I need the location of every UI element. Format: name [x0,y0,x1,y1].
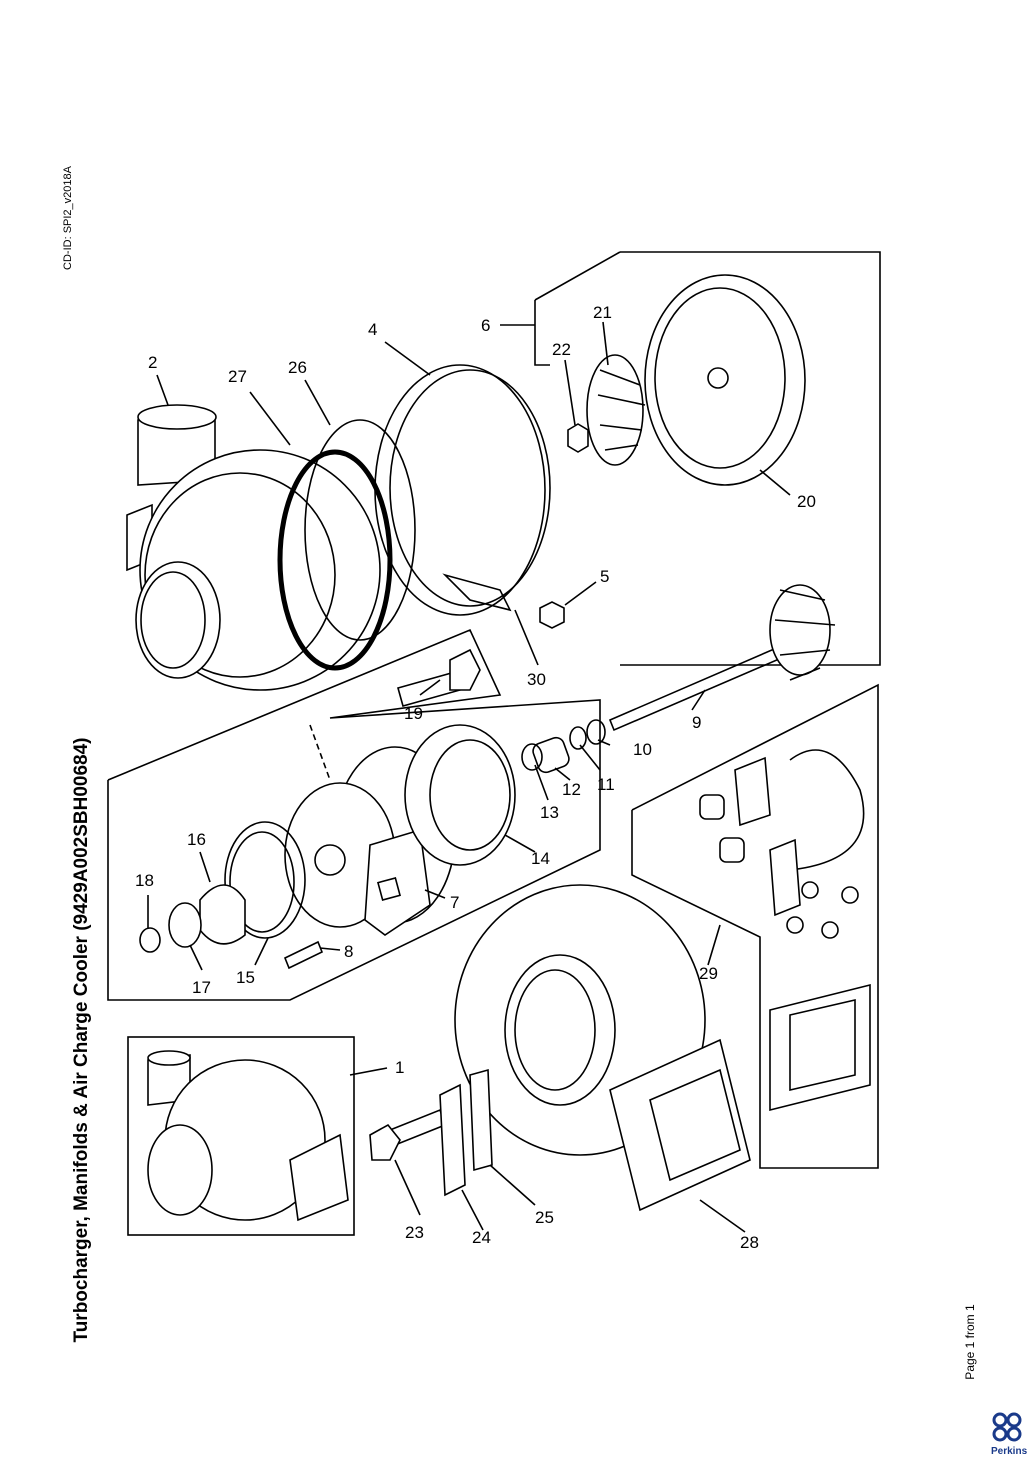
callout-29: 29 [699,964,718,983]
turbine-group-outline [620,251,881,666]
callout-4: 4 [368,320,377,339]
leader-lines [147,251,791,1233]
callout-12: 12 [562,780,581,799]
callout-23: 23 [405,1223,424,1242]
complete-turbocharger-box [127,1036,355,1236]
callout-16: 16 [187,830,206,849]
perkins-logo-icon [992,1412,1022,1442]
seal-15 [224,821,306,939]
circlip-11 [569,726,587,750]
callout-17: 17 [192,978,211,997]
callout-15: 15 [236,968,255,987]
callout-25: 25 [535,1208,554,1227]
callout-14: 14 [531,849,550,868]
callout-22: 22 [552,340,571,359]
lock-plate-24 [439,1083,466,1197]
callout-2: 2 [148,353,157,372]
callout-24: 24 [472,1228,491,1247]
thrust-collar-17 [168,902,202,948]
callout-28: 28 [740,1233,759,1252]
callout-labels: 1 2 4 5 6 7 8 9 10 11 12 13 14 15 16 17 … [135,303,816,1252]
turbine-shaft [608,584,836,732]
nut-5 [539,601,565,629]
nut-22 [567,423,589,453]
callout-10: 10 [633,740,652,759]
ring-14 [404,724,516,866]
callout-27: 27 [228,367,247,386]
gasket-group-outline [631,683,879,1169]
callout-13: 13 [540,803,559,822]
perkins-logo-text: Perkins [991,1446,1028,1457]
callout-21: 21 [593,303,612,322]
callout-8: 8 [344,942,353,961]
callout-26: 26 [288,358,307,377]
callout-7: 7 [450,893,459,912]
pin-8 [283,940,324,970]
callout-19: 19 [404,704,423,723]
callout-9: 9 [692,713,701,732]
bearing-group-outline [107,628,601,1001]
ring-26 [304,419,416,641]
callout-20: 20 [797,492,816,511]
compressor-wheel-21 [586,354,646,466]
compressor-housing [126,404,381,691]
ring-10 [586,719,606,745]
callout-18: 18 [135,871,154,890]
callout-6: 6 [481,316,490,335]
snap-ring-kit [789,749,865,871]
v-band-clamp [374,364,546,616]
complete-turbocharger-illustration [147,1050,349,1222]
plate-16 [199,884,246,945]
back-plate-20 [644,274,806,486]
callout-30: 30 [527,670,546,689]
turbine-housing-28 [454,884,751,1212]
circlip-13 [521,743,543,771]
callout-1: 1 [395,1058,404,1077]
clamp-plate-25 [469,1068,493,1172]
callout-11: 11 [597,775,615,794]
callout-5: 5 [600,567,609,586]
circlip-18 [139,927,161,953]
